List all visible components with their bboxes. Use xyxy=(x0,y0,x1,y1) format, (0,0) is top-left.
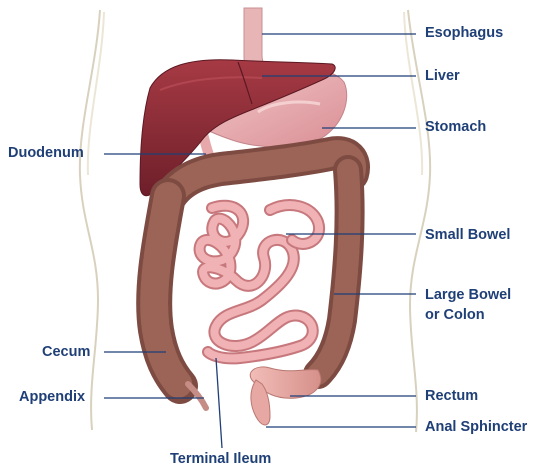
label-duodenum: Duodenum xyxy=(8,144,84,163)
label-esophagus: Esophagus xyxy=(425,24,503,43)
label-rectum: Rectum xyxy=(425,387,478,406)
label-large-bowel-line2: or Colon xyxy=(425,306,485,325)
label-liver: Liver xyxy=(425,67,460,86)
label-appendix: Appendix xyxy=(19,388,85,407)
label-small-bowel: Small Bowel xyxy=(425,226,510,245)
label-large-bowel-line1: Large Bowel xyxy=(425,286,511,305)
label-anal-sphincter: Anal Sphincter xyxy=(425,418,527,437)
label-cecum: Cecum xyxy=(42,343,90,362)
small-bowel-shape xyxy=(200,205,320,358)
label-terminal-ileum: Terminal Ileum xyxy=(170,450,271,469)
label-stomach: Stomach xyxy=(425,118,486,137)
leader-terminal-ileum xyxy=(216,358,222,448)
